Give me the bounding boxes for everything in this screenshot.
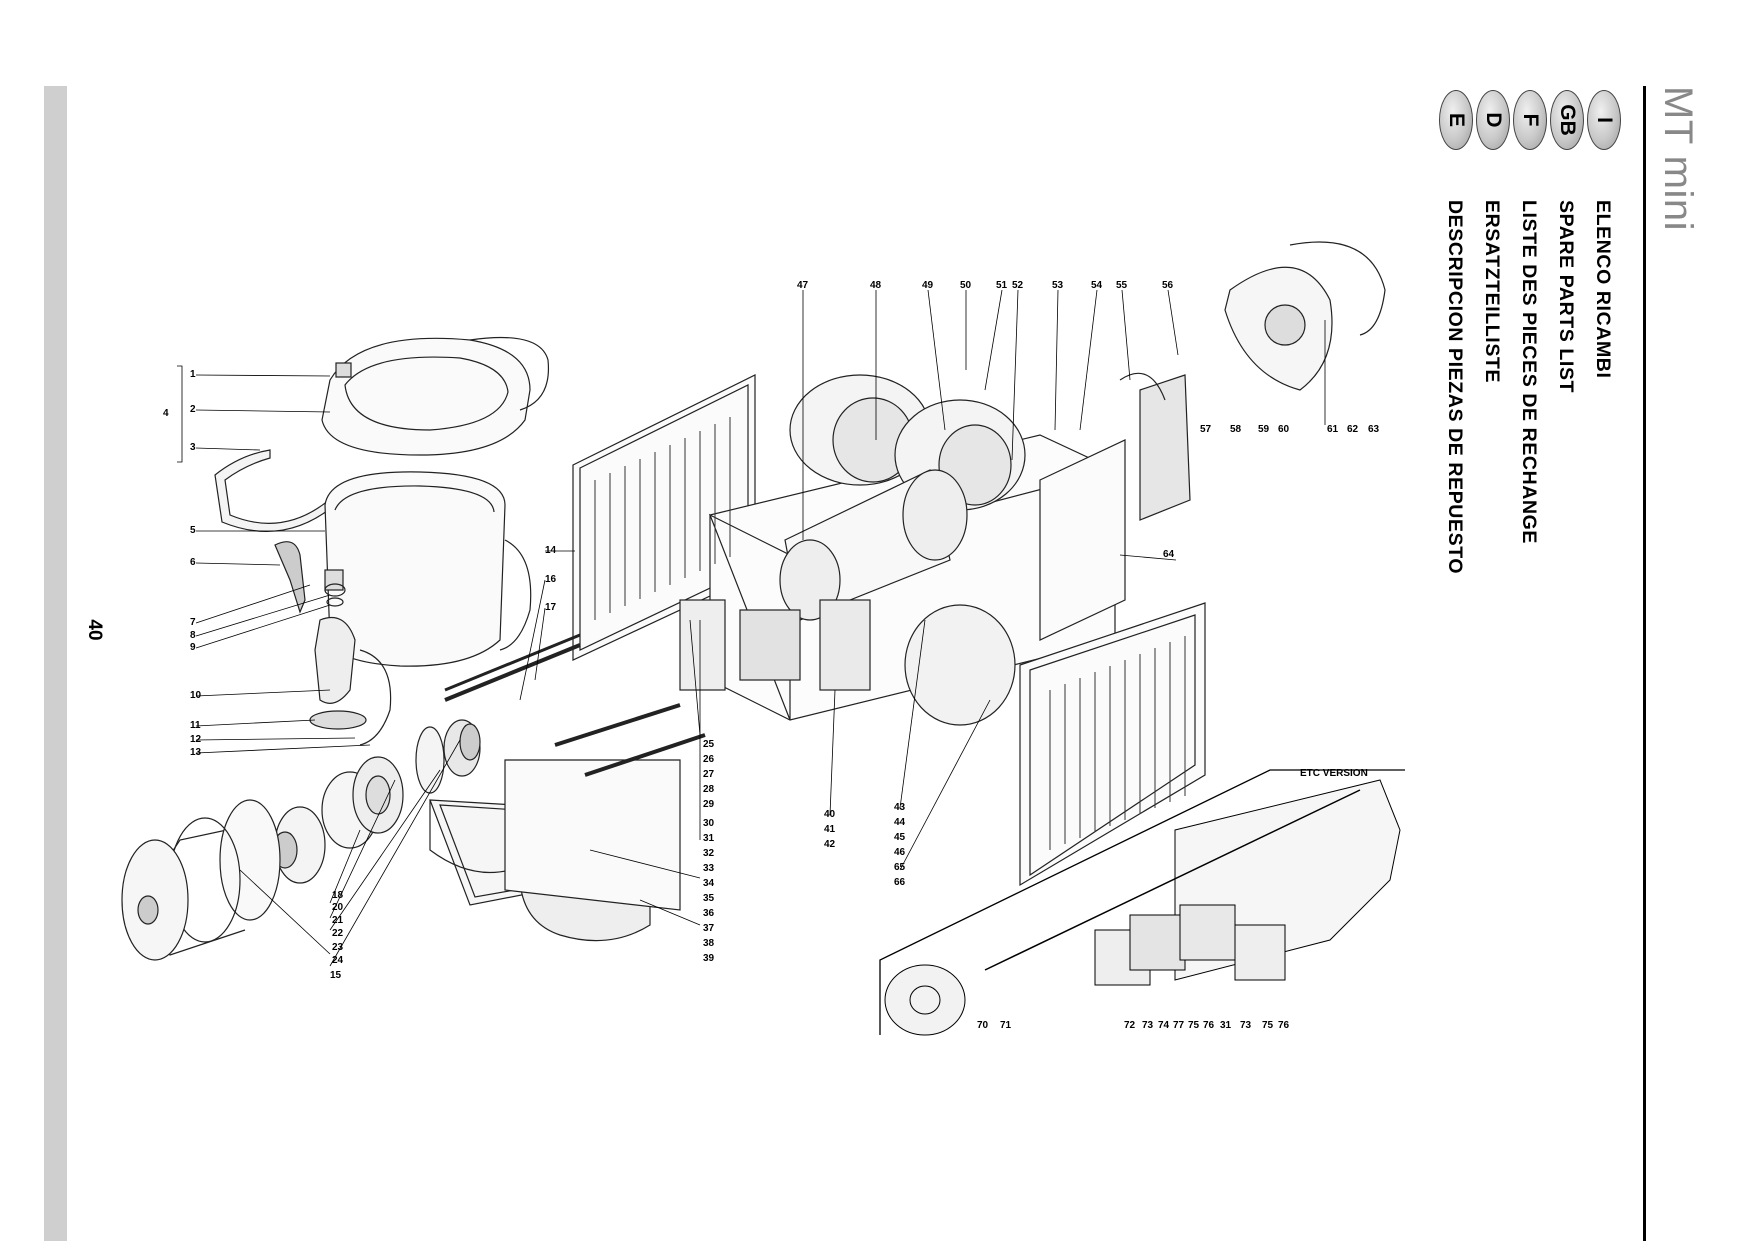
callout-label: 56 — [1162, 280, 1174, 291]
language-badge-d: D — [1476, 90, 1510, 150]
callout-label: 24 — [332, 955, 344, 966]
callout-label: 72 — [1124, 1020, 1136, 1031]
callout-label: 31 — [1220, 1020, 1232, 1031]
callout-label: 16 — [545, 574, 557, 585]
title-italian: ELENCO RICAMBI — [1592, 200, 1614, 379]
callout-label: 36 — [703, 908, 715, 919]
callout-label: 71 — [1000, 1020, 1012, 1031]
callout-label: 75 — [1262, 1020, 1274, 1031]
etc-inset — [879, 769, 1405, 1036]
header-divider-line — [1643, 86, 1646, 1241]
callout-label: 46 — [894, 847, 906, 858]
callout-label: 54 — [1091, 280, 1103, 291]
callout-label: 25 — [703, 739, 715, 750]
language-badge-i: I — [1587, 90, 1621, 150]
callout-label: 39 — [703, 953, 715, 964]
callout-label: 7 — [190, 617, 196, 628]
callout-label: 73 — [1142, 1020, 1154, 1031]
callout-label: 53 — [1052, 280, 1064, 291]
leader-lines — [177, 289, 1326, 967]
callout-label: 57 — [1200, 424, 1212, 435]
callout-label: 30 — [703, 818, 715, 829]
callout-label: 5 — [190, 525, 196, 536]
callout-label: 4 — [163, 408, 169, 419]
title-french: LISTE DES PIECES DE RECHANGE — [1518, 200, 1540, 545]
callout-label: 60 — [1278, 424, 1290, 435]
callout-label: 31 — [703, 833, 715, 844]
title-german: ERSATZTEILLISTE — [1481, 200, 1503, 384]
callout-label: 76 — [1203, 1020, 1215, 1031]
callout-label: 17 — [545, 602, 557, 613]
callout-label: 13 — [190, 747, 202, 758]
callout-label: 18 — [332, 890, 344, 901]
callout-label: 14 — [545, 545, 557, 556]
callout-label: 21 — [332, 915, 344, 926]
callout-label: 73 — [1240, 1020, 1252, 1031]
callout-label: 77 — [1173, 1020, 1185, 1031]
callout-label: 38 — [703, 938, 715, 949]
callout-label: 22 — [332, 928, 344, 939]
callout-label: 59 — [1258, 424, 1270, 435]
machine-drawing — [121, 241, 1386, 961]
callout-label: 65 — [894, 862, 906, 873]
callout-label: 23 — [332, 942, 344, 953]
callout-label: 42 — [824, 839, 836, 850]
callout-label: 75 — [1188, 1020, 1200, 1031]
callout-label: 10 — [190, 690, 202, 701]
callout-label: 11 — [190, 720, 201, 731]
callout-label: 3 — [190, 442, 196, 453]
callout-label: 43 — [894, 802, 906, 813]
callout-label: 62 — [1347, 424, 1359, 435]
callout-label: 64 — [1163, 549, 1175, 560]
callout-label: 55 — [1116, 280, 1128, 291]
callout-label: 40 — [824, 809, 836, 820]
callout-label: 1 — [190, 369, 196, 380]
callout-label: 49 — [922, 280, 934, 291]
model-title: MT mini — [1656, 86, 1700, 231]
callout-label: 6 — [190, 557, 196, 568]
callout-label: 8 — [190, 630, 196, 641]
callout-label: 41 — [824, 824, 836, 835]
callout-label: 33 — [703, 863, 715, 874]
title-spanish: DESCRIPCION PIEZAS DE REPUESTO — [1444, 200, 1466, 575]
left-margin-bar — [44, 86, 67, 1241]
callout-label: 58 — [1230, 424, 1242, 435]
callout-label: 76 — [1278, 1020, 1290, 1031]
callout-label: 47 — [797, 280, 809, 291]
callout-label: 32 — [703, 848, 715, 859]
language-badge-gb: GB — [1550, 90, 1584, 150]
callout-label: 48 — [870, 280, 882, 291]
language-badge-f: F — [1513, 90, 1547, 150]
callout-label: 26 — [703, 754, 715, 765]
callout-label: 27 — [703, 769, 715, 780]
etc-version-label: ETC VERSION — [1300, 768, 1368, 779]
language-badge-e: E — [1439, 90, 1473, 150]
callout-label: 70 — [977, 1020, 989, 1031]
callout-label: 28 — [703, 784, 715, 795]
callout-label: 45 — [894, 832, 906, 843]
callout-label: 15 — [330, 970, 342, 981]
callout-label: 74 — [1158, 1020, 1170, 1031]
callout-label: 35 — [703, 893, 715, 904]
callout-label: 29 — [703, 799, 715, 810]
callout-label: 2 — [190, 404, 196, 415]
louver-slots — [594, 417, 1186, 850]
callout-label: 12 — [190, 734, 202, 745]
callout-label: 61 — [1327, 424, 1339, 435]
callout-label: 34 — [703, 878, 715, 889]
callout-label: 52 — [1012, 280, 1024, 291]
callout-label: 37 — [703, 923, 715, 934]
callout-label: 66 — [894, 877, 906, 888]
callout-label: 9 — [190, 642, 196, 653]
callout-label: 44 — [894, 817, 906, 828]
title-english: SPARE PARTS LIST — [1555, 200, 1577, 394]
callout-label: 20 — [332, 902, 344, 913]
callout-labels: 1 2 3 4 5 6 7 8 9 10 11 12 13 14 15 16 1… — [163, 280, 1380, 1031]
callout-label: 50 — [960, 280, 972, 291]
callout-label: 51 — [996, 280, 1008, 291]
callout-label: 63 — [1368, 424, 1380, 435]
